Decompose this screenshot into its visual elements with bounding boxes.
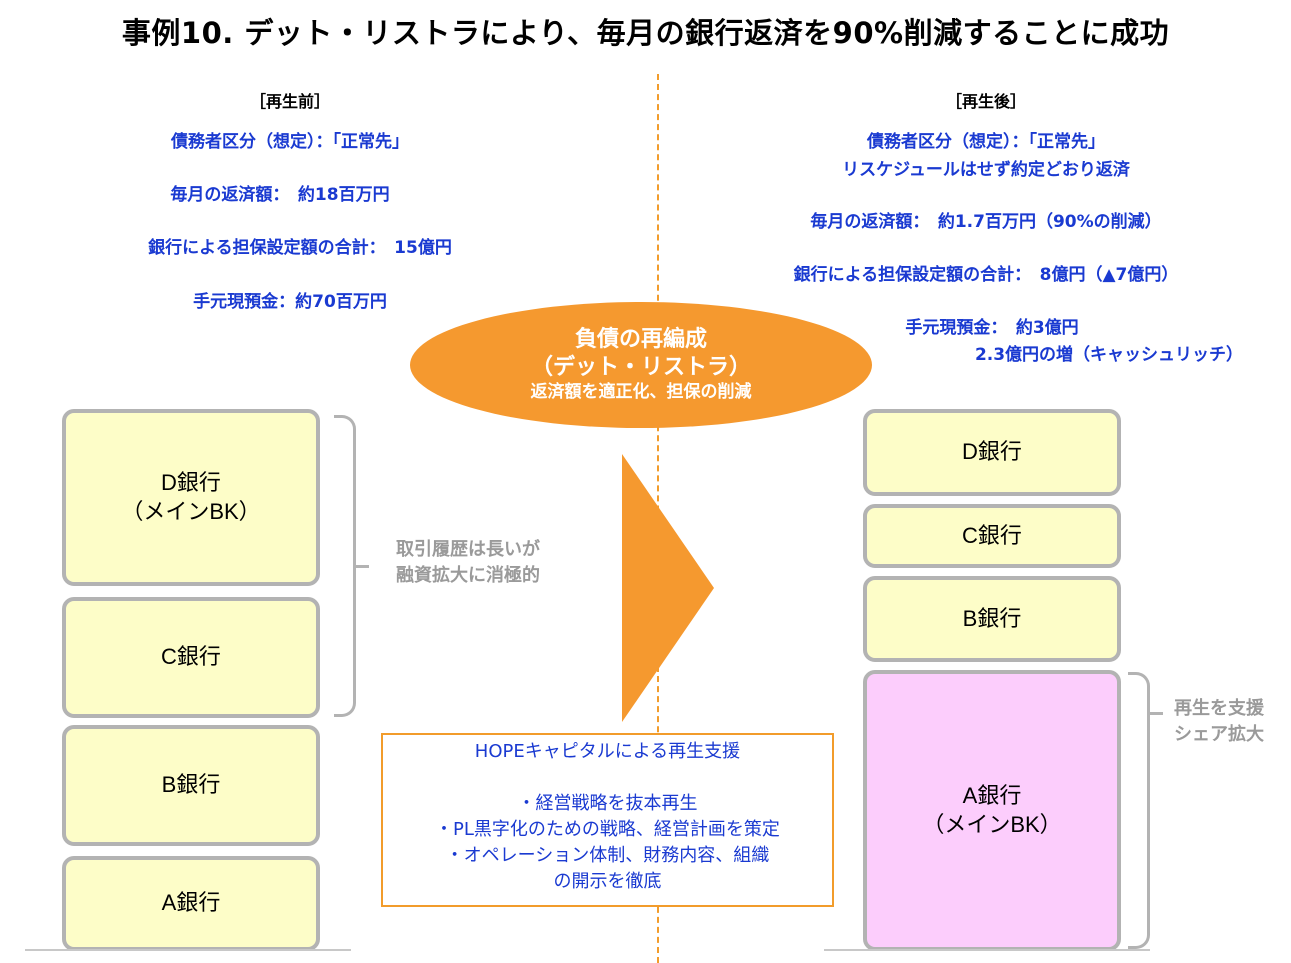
after-bank-b: B銀行 xyxy=(863,576,1121,662)
support-item: ・オペレーション体制、財務内容、組織 xyxy=(445,845,770,867)
before-baseline xyxy=(25,949,351,951)
after-collateral-total: 銀行による担保設定額の合計： 8億円（▲7億円） xyxy=(793,265,1179,285)
support-item: ・PL黒字化のための戦略、経営計画を策定 xyxy=(435,819,780,841)
support-title: HOPEキャピタルによる再生支援 xyxy=(474,741,741,762)
before-bracket xyxy=(334,415,369,717)
bank-name: A銀行 xyxy=(161,890,221,916)
after-cash-on-hand: 手元現預金： 約3億円 xyxy=(905,318,1079,338)
before-label: ［再生前］ xyxy=(249,92,330,111)
after-label: ［再生後］ xyxy=(945,92,1026,111)
before-debtor-class: 債務者区分（想定）：「正常先」 xyxy=(171,132,409,152)
ellipse-caption: 返済額を適正化、担保の削減 xyxy=(530,382,752,403)
bank-name: C銀行 xyxy=(962,522,1022,548)
before-collateral-total: 銀行による担保設定額の合計： 15億円 xyxy=(148,238,452,258)
bank-sub: （メインBK） xyxy=(121,498,261,524)
after-cash-increase: 2.3億円の増（キャッシュリッチ） xyxy=(974,345,1244,365)
support-item: ・経営戦略を抜本再生 xyxy=(517,793,698,815)
before-monthly-payment: 毎月の返済額： 約18百万円 xyxy=(170,185,390,205)
note-line: 融資拡大に消極的 xyxy=(396,565,540,587)
after-reschedule: リスケジュールはせず約定どおり返済 xyxy=(842,160,1130,180)
after-bank-c: C銀行 xyxy=(863,504,1121,568)
before-bank-c: C銀行 xyxy=(62,597,320,718)
bank-sub: （メインBK） xyxy=(922,811,1062,837)
after-bank-a: A銀行 （メインBK） xyxy=(863,670,1121,951)
bank-name: B銀行 xyxy=(962,605,1022,631)
after-monthly-payment: 毎月の返済額： 約1.7百万円（90%の削減） xyxy=(810,212,1162,232)
before-cash-on-hand: 手元現預金：約70百万円 xyxy=(193,292,387,312)
ellipse-title: 負債の再編成 xyxy=(574,327,707,353)
before-bank-d: D銀行 （メインBK） xyxy=(62,409,320,586)
after-bracket-note: 再生を支援 シェア拡大 xyxy=(1174,696,1264,748)
bank-name: C銀行 xyxy=(161,644,221,670)
page-title: 事例10. デット・リストラにより、毎月の銀行返済を90%削減することに成功 xyxy=(121,16,1170,50)
after-bank-d: D銀行 xyxy=(863,409,1121,496)
bank-name: D銀行 xyxy=(962,439,1022,465)
after-baseline xyxy=(824,949,1150,951)
before-bracket-note: 取引履歴は長いが 融資拡大に消極的 xyxy=(396,537,540,589)
ellipse-subtitle: （デット・リストラ） xyxy=(530,354,751,380)
note-line: シェア拡大 xyxy=(1174,724,1264,746)
before-bank-b: B銀行 xyxy=(62,725,320,846)
note-line: 再生を支援 xyxy=(1174,698,1264,719)
after-bracket xyxy=(1128,672,1163,949)
before-bank-a: A銀行 xyxy=(62,856,320,951)
bank-name: A銀行 xyxy=(962,782,1022,808)
bank-name: B銀行 xyxy=(161,772,221,798)
support-item: の開示を徹底 xyxy=(553,871,662,893)
bank-name: D銀行 xyxy=(161,469,221,495)
debt-restructuring-ellipse: 負債の再編成 （デット・リストラ） 返済額を適正化、担保の削減 xyxy=(410,302,872,428)
note-line: 取引履歴は長いが xyxy=(396,539,540,560)
after-debtor-class: 債務者区分（想定）：「正常先」 xyxy=(867,132,1105,152)
right-arrow-icon xyxy=(622,454,714,722)
support-box: HOPEキャピタルによる再生支援 ・経営戦略を抜本再生 ・PL黒字化のための戦略… xyxy=(381,733,834,907)
